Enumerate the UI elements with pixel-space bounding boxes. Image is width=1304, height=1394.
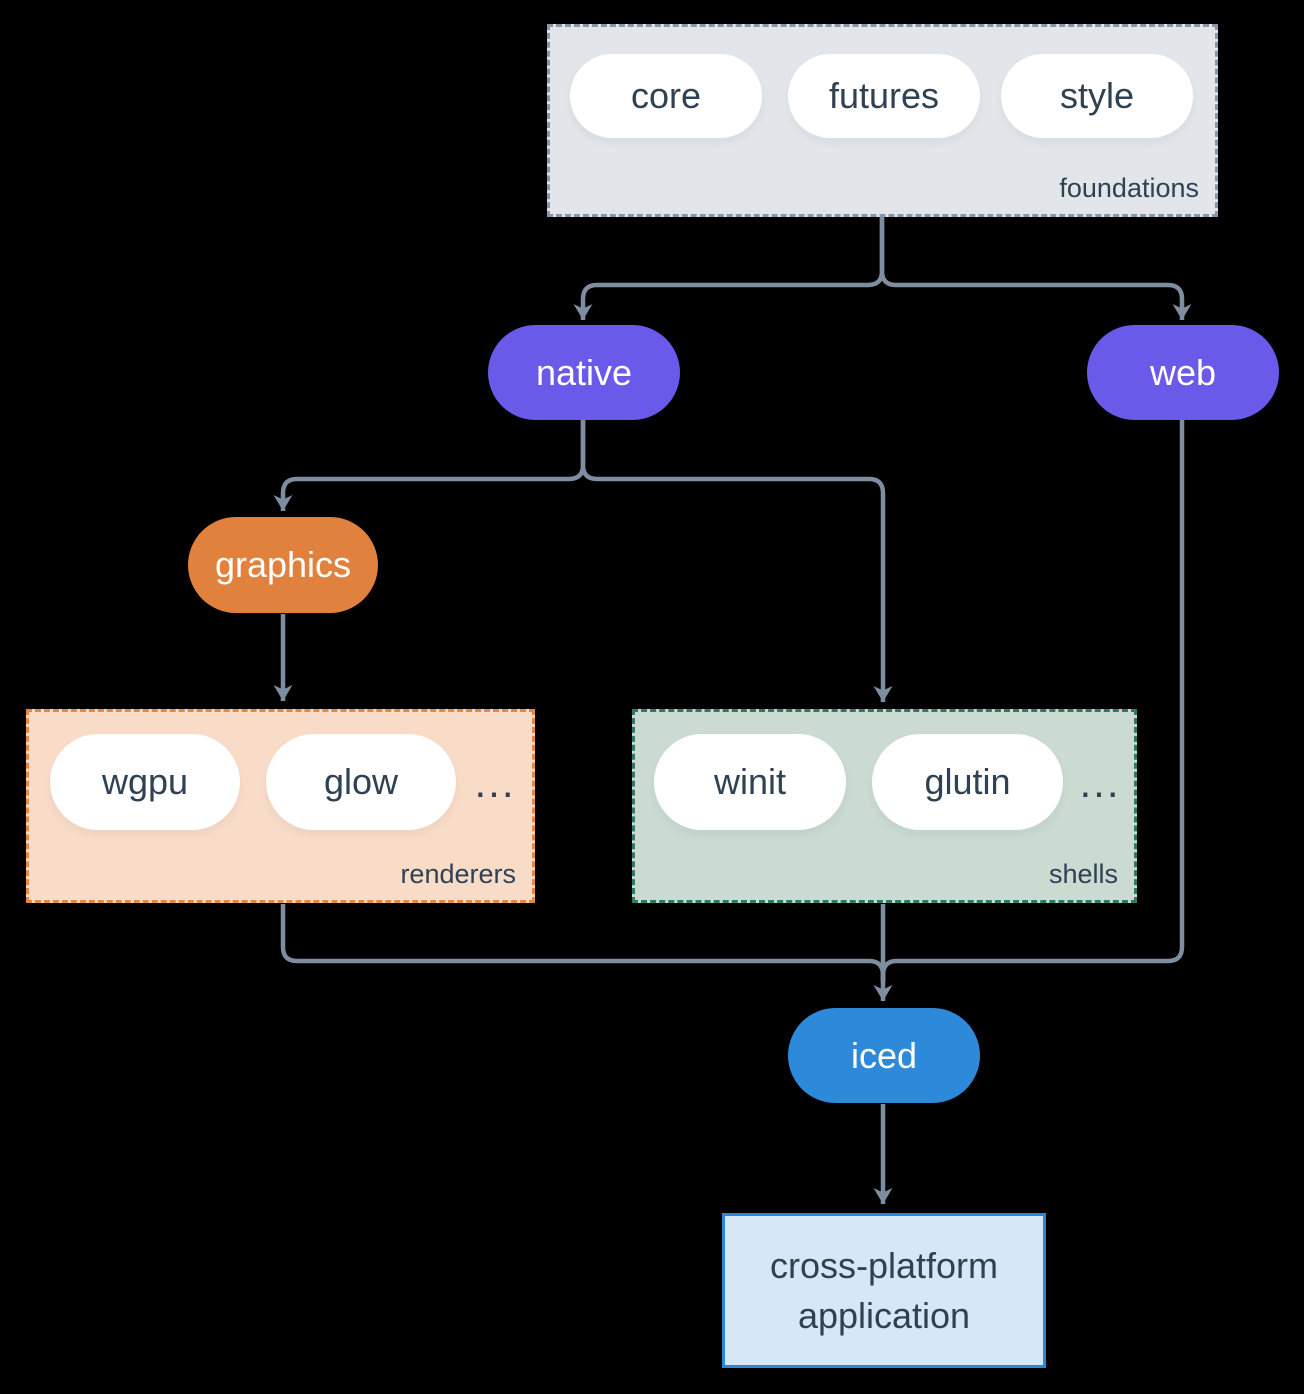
edge-foundations-native xyxy=(573,217,885,320)
node-style: style xyxy=(1001,54,1193,138)
node-iced: iced xyxy=(788,1008,980,1103)
edge-renderers-iced xyxy=(280,904,886,982)
node-application-line1: cross-platform xyxy=(769,1244,999,1286)
node-graphics: graphics xyxy=(188,517,378,613)
node-application: cross-platform application xyxy=(722,1213,1046,1368)
node-application-line2: application xyxy=(797,1294,971,1336)
node-web: web xyxy=(1087,325,1279,420)
group-renderers-label: renderers xyxy=(400,859,516,889)
shells-ellipsis: ... xyxy=(1079,759,1121,806)
node-winit: winit xyxy=(654,734,846,830)
edge-native-shells xyxy=(580,420,893,702)
renderers-ellipsis: ... xyxy=(474,759,516,806)
group-foundations-label: foundations xyxy=(1059,173,1199,203)
node-native: native xyxy=(488,325,680,420)
node-wgpu: wgpu xyxy=(50,734,240,830)
node-glow: glow xyxy=(266,734,456,830)
edge-native-graphics xyxy=(273,420,586,511)
node-glutin: glutin xyxy=(872,734,1063,830)
edge-foundations-web xyxy=(879,217,1192,320)
group-shells-label: shells xyxy=(1048,859,1118,889)
node-core: core xyxy=(570,54,762,138)
node-futures: futures xyxy=(788,54,980,138)
